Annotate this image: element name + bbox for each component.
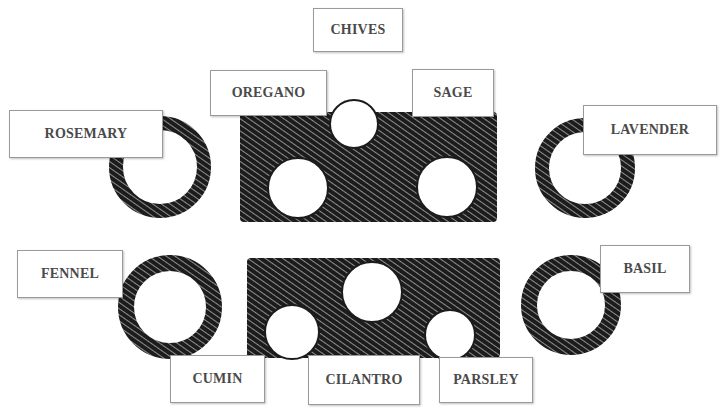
planting-hole — [425, 310, 475, 360]
label-box: ROSEMARY — [9, 110, 163, 158]
label-box: CUMIN — [170, 355, 265, 403]
label-box: OREGANO — [210, 70, 327, 116]
label-box: PARSLEY — [439, 357, 533, 403]
planting-hole — [265, 305, 319, 359]
herb-name: PARSLEY — [453, 372, 519, 388]
herb-name: OREGANO — [232, 85, 306, 101]
herb-name: CHIVES — [331, 22, 386, 38]
label-box: FENNEL — [17, 250, 123, 298]
planting-hole — [342, 262, 402, 322]
herb-name: ROSEMARY — [45, 126, 128, 142]
label-box: LAVENDER — [583, 105, 717, 155]
ring-planter — [126, 263, 214, 351]
label-box: CHIVES — [313, 8, 403, 52]
herb-name: FENNEL — [41, 266, 99, 282]
planting-hole — [268, 158, 328, 218]
herb-name: LAVENDER — [611, 122, 689, 138]
label-box: BASIL — [600, 245, 690, 293]
label-box: CILANTRO — [308, 355, 420, 405]
label-box: SAGE — [412, 69, 494, 117]
herb-name: SAGE — [434, 85, 473, 101]
planting-hole — [330, 100, 378, 148]
planting-hole — [417, 157, 477, 217]
herb-name: CUMIN — [193, 371, 243, 387]
herb-name: BASIL — [623, 261, 666, 277]
herb-name: CILANTRO — [325, 372, 402, 388]
